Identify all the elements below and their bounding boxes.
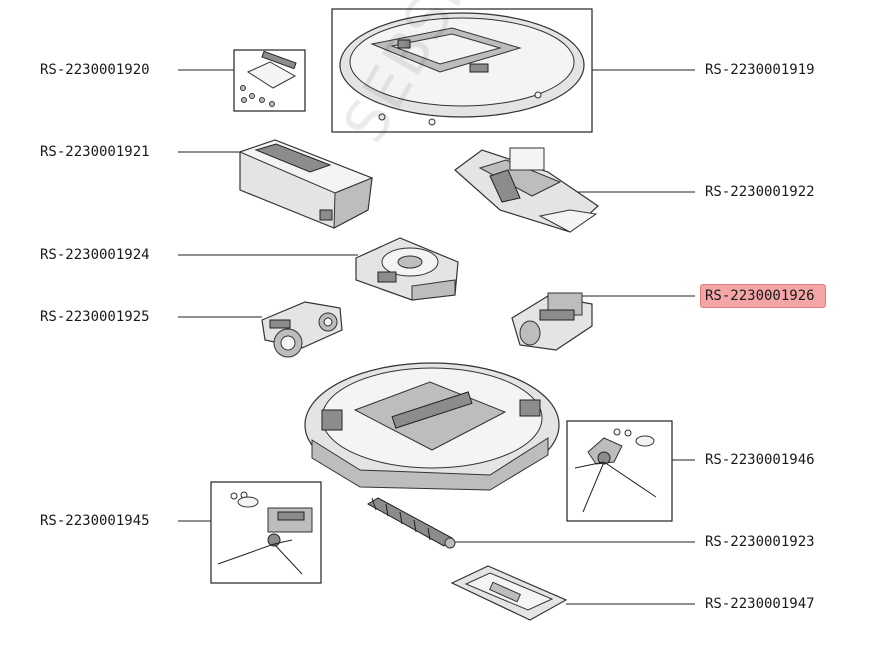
part-chassis-drawing bbox=[304, 362, 560, 491]
part-right-side-brush-drawing bbox=[566, 420, 673, 522]
label-rs-2230001926: RS-2230001926 bbox=[700, 284, 826, 308]
label-rs-2230001919: RS-2230001919 bbox=[705, 62, 815, 78]
label-rs-2230001947: RS-2230001947 bbox=[705, 596, 815, 612]
part-brush-cover-drawing bbox=[450, 565, 568, 621]
label-rs-2230001923: RS-2230001923 bbox=[705, 534, 815, 550]
part-left-side-brush-drawing bbox=[210, 481, 322, 584]
part-fan-module-drawing bbox=[355, 237, 459, 301]
label-rs-2230001922: RS-2230001922 bbox=[705, 184, 815, 200]
label-rs-2230001924: RS-2230001924 bbox=[40, 247, 150, 263]
label-rs-2230001921: RS-2230001921 bbox=[40, 144, 150, 160]
label-rs-2230001945: RS-2230001945 bbox=[40, 513, 150, 529]
part-roller-brush-drawing bbox=[366, 497, 456, 549]
label-rs-2230001925: RS-2230001925 bbox=[40, 309, 150, 325]
part-top-cover-drawing bbox=[331, 8, 593, 133]
part-bracket-drawing bbox=[233, 49, 306, 112]
part-brush-housing-drawing bbox=[454, 147, 599, 233]
label-rs-2230001946: RS-2230001946 bbox=[705, 452, 815, 468]
part-dust-bin-drawing bbox=[238, 139, 374, 229]
part-right-wheel-drawing bbox=[511, 292, 593, 351]
label-rs-2230001920: RS-2230001920 bbox=[40, 62, 150, 78]
part-left-wheel-drawing bbox=[261, 301, 343, 358]
